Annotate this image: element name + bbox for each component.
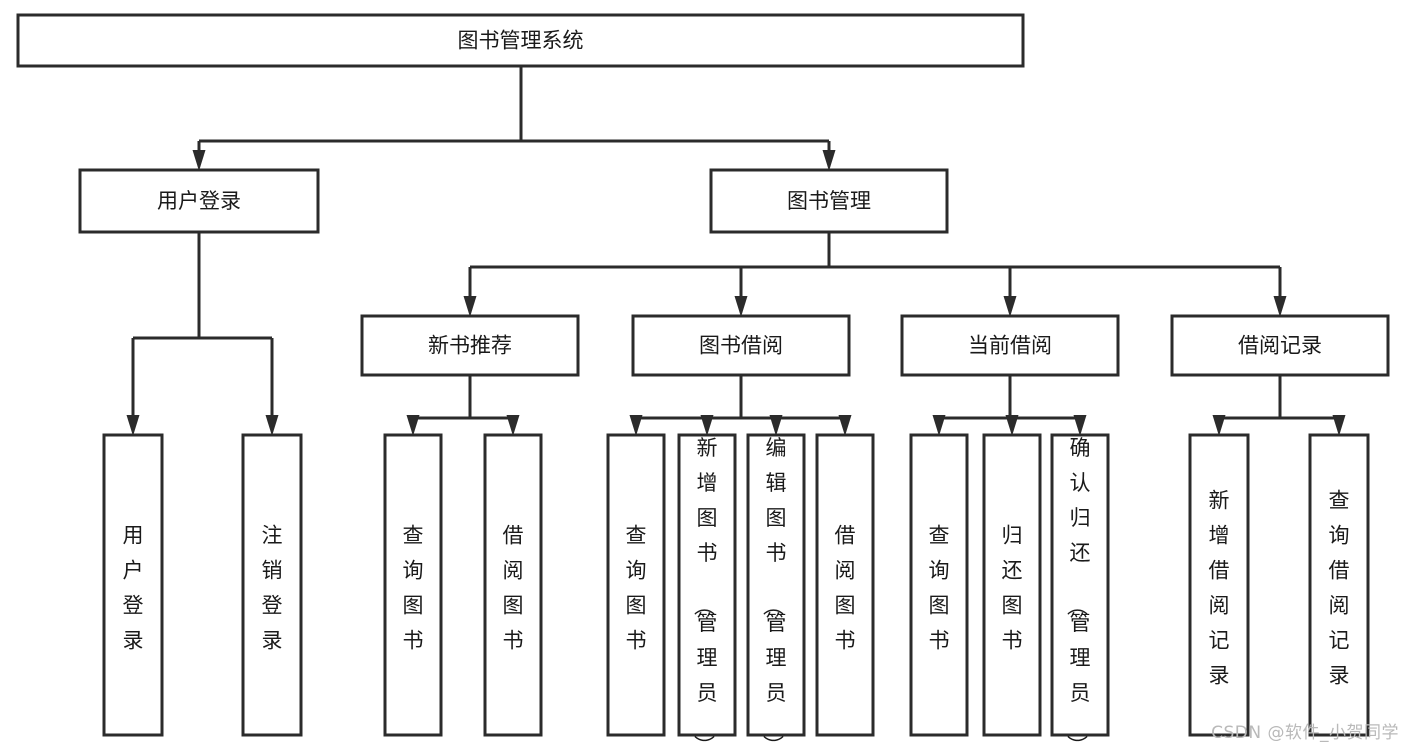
connector-group-book-manage (463, 232, 1287, 317)
node-new-book-recommend[interactable]: 新书推荐 (360, 314, 580, 377)
connector-group-book-borrow (629, 375, 852, 436)
node-leaf-borrow-book-1[interactable]: 借阅图书 (483, 433, 543, 737)
arrow-head-icon-borrow-record (1273, 296, 1287, 317)
node-leaf-query-record-label: 查询借阅记录 (1329, 488, 1350, 687)
arrow-head-icon-leaf-borrow-book-1 (506, 415, 520, 436)
node-leaf-query-book-1[interactable]: 查询图书 (383, 433, 443, 737)
node-leaf-query-book-1-label: 查询图书 (403, 523, 424, 652)
node-borrow-record[interactable]: 借阅记录 (1170, 314, 1390, 377)
node-book-manage-box (709, 168, 949, 234)
node-leaf-user-login[interactable]: 用户登录 (102, 433, 164, 737)
node-leaf-borrow-book-2-box (815, 433, 875, 737)
node-root-label: 图书管理系统 (458, 29, 584, 53)
node-current-borrow-box (900, 314, 1120, 377)
node-leaf-logout-label: 注销登录 (262, 523, 283, 652)
arrow-head-icon-book-borrow (734, 296, 748, 317)
node-borrow-record-label: 借阅记录 (1238, 334, 1322, 358)
node-leaf-borrow-book-1-label: 借阅图书 (503, 523, 524, 652)
node-leaf-add-record[interactable]: 新增借阅记录 (1188, 433, 1250, 737)
node-current-borrow-label: 当前借阅 (968, 334, 1052, 358)
node-leaf-add-book-box (677, 433, 737, 737)
node-leaf-borrow-book-2-label: 借阅图书 (835, 523, 856, 652)
node-leaf-borrow-book-2[interactable]: 借阅图书 (815, 433, 875, 737)
arrow-head-icon-leaf-user-login (126, 415, 140, 436)
arrow-head-icon-leaf-logout (265, 415, 279, 436)
arrow-head-icon-leaf-query-book-2 (629, 415, 643, 436)
connector-group-current-borrow (932, 375, 1087, 436)
node-leaf-add-record-box (1188, 433, 1250, 737)
node-root-box (16, 13, 1025, 68)
arrow-head-icon-leaf-borrow-book-2 (838, 415, 852, 436)
node-leaf-return-book-box (982, 433, 1042, 737)
arrow-head-icon-user-login (192, 150, 206, 171)
node-leaf-query-book-3[interactable]: 查询图书 (909, 433, 969, 737)
node-book-borrow[interactable]: 图书借阅 (631, 314, 851, 377)
node-leaf-query-book-1-box (383, 433, 443, 737)
arrow-head-icon-leaf-query-book-3 (932, 415, 946, 436)
node-leaf-query-book-2-label: 查询图书 (626, 523, 647, 652)
node-borrow-record-box (1170, 314, 1390, 377)
node-leaf-add-book-label: 新增图书（管理员） (692, 436, 718, 747)
node-layer: 图书管理系统用户登录图书管理新书推荐图书借阅当前借阅借阅记录用户登录注销登录查询… (16, 13, 1390, 747)
connector-group-root (192, 66, 836, 171)
arrow-head-icon-leaf-query-record (1332, 415, 1346, 436)
arrow-head-icon-leaf-add-book (700, 415, 714, 436)
node-leaf-edit-book[interactable]: 编辑图书（管理员） (746, 433, 806, 747)
node-leaf-query-record-box (1308, 433, 1370, 737)
connector-layer (126, 66, 1346, 436)
node-book-manage[interactable]: 图书管理 (709, 168, 949, 234)
node-leaf-confirm-return-label: 确认归还（管理员） (1065, 436, 1091, 747)
connector-group-borrow-record (1212, 375, 1346, 436)
connector-group-new-book-recommend (406, 375, 520, 436)
node-user-login-label: 用户登录 (157, 189, 241, 213)
arrow-head-icon-leaf-query-book-1 (406, 415, 420, 436)
node-leaf-confirm-return[interactable]: 确认归还（管理员） (1050, 433, 1110, 747)
node-leaf-query-book-3-box (909, 433, 969, 737)
node-leaf-return-book[interactable]: 归还图书 (982, 433, 1042, 737)
node-leaf-edit-book-box (746, 433, 806, 737)
node-new-book-recommend-label: 新书推荐 (428, 334, 512, 358)
node-leaf-add-record-label: 新增借阅记录 (1209, 488, 1230, 687)
node-leaf-borrow-book-1-box (483, 433, 543, 737)
arrow-head-icon-new-book-recommend (463, 296, 477, 317)
arrow-head-icon-current-borrow (1003, 296, 1017, 317)
node-user-login[interactable]: 用户登录 (78, 168, 320, 234)
node-leaf-user-login-label: 用户登录 (123, 523, 144, 652)
arrow-head-icon-leaf-confirm-return (1073, 415, 1087, 436)
node-leaf-query-book-2-box (606, 433, 666, 737)
node-leaf-logout[interactable]: 注销登录 (241, 433, 303, 737)
node-leaf-add-book[interactable]: 新增图书（管理员） (677, 433, 737, 747)
node-leaf-user-login-box (102, 433, 164, 737)
node-new-book-recommend-box (360, 314, 580, 377)
connector-group-user-login (126, 232, 279, 436)
arrow-head-icon-leaf-edit-book (769, 415, 783, 436)
node-leaf-logout-box (241, 433, 303, 737)
arrow-head-icon-book-manage (822, 150, 836, 171)
node-leaf-query-book-3-label: 查询图书 (929, 523, 950, 652)
node-leaf-query-book-2[interactable]: 查询图书 (606, 433, 666, 737)
node-leaf-return-book-label: 归还图书 (1002, 523, 1023, 652)
node-book-borrow-box (631, 314, 851, 377)
node-root[interactable]: 图书管理系统 (16, 13, 1025, 68)
node-leaf-confirm-return-box (1050, 433, 1110, 737)
arrow-head-icon-leaf-add-record (1212, 415, 1226, 436)
node-book-manage-label: 图书管理 (787, 189, 871, 213)
arrow-head-icon-leaf-return-book (1005, 415, 1019, 436)
node-current-borrow[interactable]: 当前借阅 (900, 314, 1120, 377)
node-book-borrow-label: 图书借阅 (699, 334, 783, 358)
node-leaf-edit-book-label: 编辑图书（管理员） (761, 436, 787, 747)
node-leaf-query-record[interactable]: 查询借阅记录 (1308, 433, 1370, 737)
node-user-login-box (78, 168, 320, 234)
